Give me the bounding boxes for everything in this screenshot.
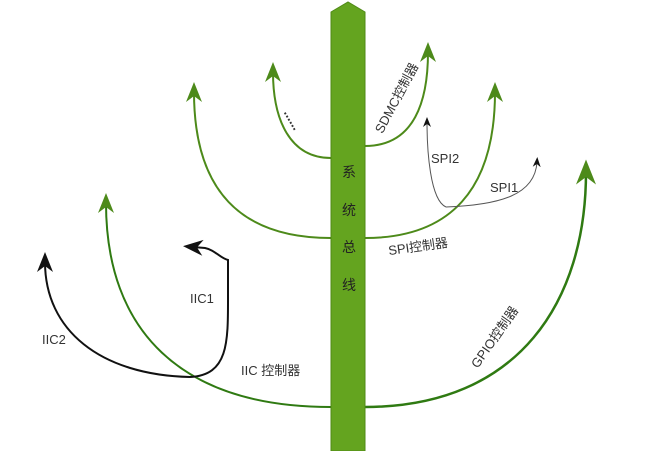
spi2-line — [423, 117, 447, 208]
iic2-label: IIC2 — [42, 332, 66, 347]
bus-char: 系 — [342, 165, 356, 181]
spi1-line — [445, 157, 541, 208]
iic1-line — [183, 239, 230, 378]
iic1-label: IIC1 — [190, 291, 214, 306]
iic-controller-label: IIC 控制器 — [241, 363, 301, 378]
other-controller-branch — [265, 62, 332, 159]
spi1-label: SPI1 — [490, 180, 519, 195]
sdmc-controller-branch — [364, 42, 436, 147]
spi2-label: SPI2 — [431, 151, 460, 166]
bus-char: 线 — [342, 278, 356, 294]
bus-char: 总 — [342, 240, 356, 256]
spi-controller-left-branch — [186, 82, 332, 239]
system-bus — [330, 1, 366, 451]
gpio-controller-branch — [364, 159, 596, 409]
iic2-line — [37, 252, 191, 378]
bus-char: 统 — [342, 203, 356, 219]
iic-controller-branch — [98, 193, 332, 408]
spi-controller-branch — [364, 82, 503, 239]
